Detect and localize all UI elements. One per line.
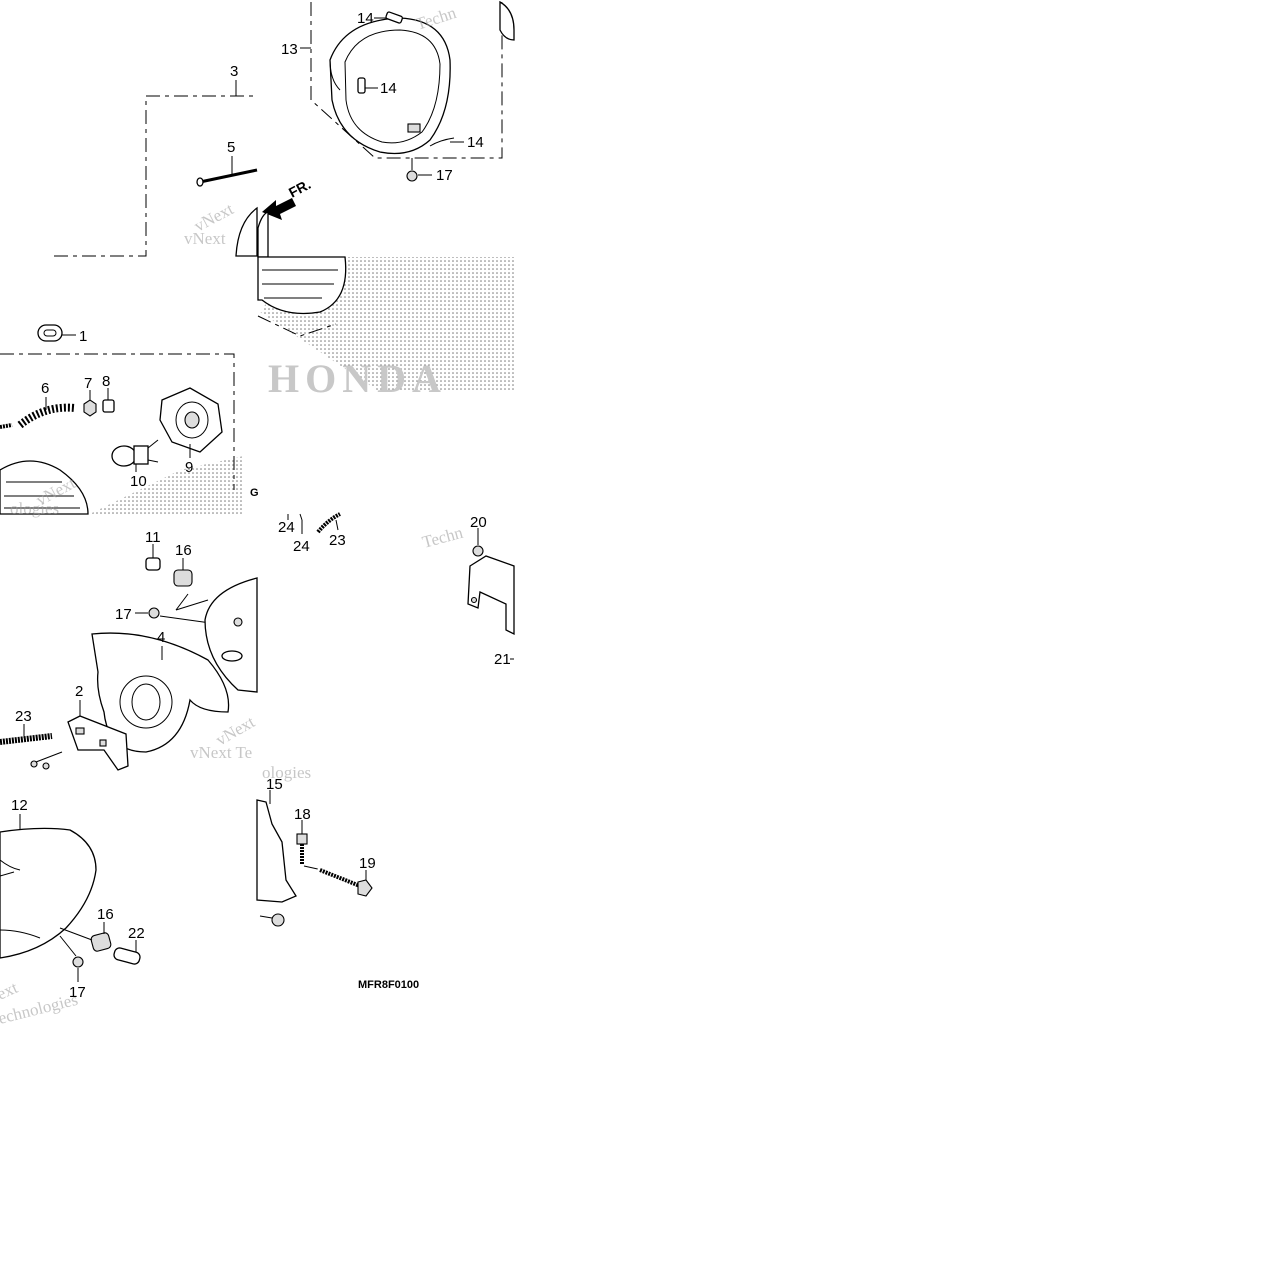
- part-label-24: 24: [278, 519, 295, 536]
- tile-bottom-left: 12 16 22 17 ext echnologies: [0, 797, 145, 1028]
- part-label-3: 3: [230, 63, 238, 80]
- part-label-14: 14: [380, 80, 397, 97]
- headlight-lens-partial: [0, 460, 89, 515]
- watermark: ologies: [10, 499, 59, 518]
- rim-partial: [499, 0, 515, 41]
- direction-label: FR.: [286, 176, 313, 201]
- watermark: Techn: [420, 523, 465, 552]
- part-label-15: 15: [266, 776, 283, 793]
- collar-22: [113, 940, 141, 965]
- part-label-19: 19: [359, 855, 376, 872]
- tab-bracket: [407, 123, 421, 133]
- strap-23: [0, 724, 63, 770]
- clip-14-top: [385, 11, 403, 24]
- part-label-20: 20: [470, 514, 487, 531]
- part-label-2: 2: [75, 683, 83, 700]
- nut-20: [472, 528, 484, 557]
- part-label-11: 11: [145, 529, 161, 546]
- stay-15: [256, 790, 297, 903]
- nut-lower: [259, 913, 285, 927]
- watermark: vNext: [184, 229, 226, 248]
- headlight-rim: [329, 17, 451, 155]
- part-label-14: 14: [467, 134, 484, 151]
- part-label-9: 9: [185, 459, 193, 476]
- screw-17-lower: [59, 935, 84, 982]
- grommet-1: [37, 324, 76, 342]
- part-label-10: 10: [130, 473, 147, 490]
- headlight-lens-partial: [235, 206, 258, 257]
- front-direction-arrow: FR.: [262, 176, 313, 220]
- collar-16: [173, 558, 209, 611]
- adjust-screw-5: [196, 156, 258, 187]
- part-label-24: 24: [293, 538, 310, 555]
- bolt-19: [319, 868, 373, 897]
- socket-9: [159, 387, 223, 458]
- collar-16-lower: [59, 922, 112, 952]
- bulb-10: [111, 439, 159, 472]
- part-label-5: 5: [227, 139, 235, 156]
- screw-17-top: [406, 158, 418, 182]
- headlight-partial: [257, 211, 269, 258]
- tile-top-right: FR. Techn 13 14 14 14 17: [257, 0, 515, 258]
- tile-lower-left: 11 16 17 4: [0, 529, 258, 771]
- tile-middle-right: HONDA: [257, 256, 514, 521]
- part-label-17: 17: [115, 606, 132, 623]
- assembly-box-socket: [0, 353, 235, 490]
- headlight-case-12: [0, 814, 97, 959]
- part-label-23: 23: [15, 708, 32, 725]
- part-label-17: 17: [69, 984, 86, 1001]
- tile-lower-middle: 24 24 23 20 21 Techn ologies: [262, 512, 515, 782]
- bracket-21: [467, 555, 515, 636]
- spring-6: [0, 397, 76, 429]
- part-label-23: 23: [329, 532, 346, 549]
- diagram-code: MFR8F0100: [358, 979, 419, 991]
- part-label-4: 4: [157, 629, 165, 646]
- part-label-22: 22: [128, 925, 145, 942]
- headlight-lens: [257, 256, 347, 315]
- part-label-7: 7: [84, 375, 92, 392]
- part-label-17: 17: [436, 167, 453, 184]
- collar-8: [102, 388, 115, 413]
- case-hole: [221, 650, 243, 662]
- headlight-case-partial: [204, 577, 258, 693]
- part-label-16: 16: [175, 542, 192, 559]
- tile-bottom-middle: 15 18 19 MFR8F0100: [256, 776, 419, 991]
- cable-24: [299, 513, 303, 521]
- part-label-8: 8: [102, 373, 110, 390]
- tile-middle-left: 1 6 7 8 9: [0, 324, 259, 518]
- assembly-box-13: [310, 2, 503, 159]
- watermark: vNext Te: [190, 743, 252, 762]
- bolt-18: [296, 820, 323, 871]
- part-label-21: 21: [494, 651, 511, 668]
- part-label-6: 6: [41, 380, 49, 397]
- nut-7: [83, 390, 97, 417]
- clip-14-bottom: [429, 137, 455, 147]
- bushing-11: [145, 544, 161, 571]
- assembly-box-3: [54, 95, 257, 257]
- watermark: ext: [0, 978, 21, 1004]
- part-label-18: 18: [294, 806, 311, 823]
- watermark: Techn: [413, 3, 459, 34]
- part-label-13: 13: [281, 41, 298, 58]
- clip-14-mid: [357, 77, 366, 94]
- brand-watermark: HONDA: [268, 356, 447, 401]
- part-label-16: 16: [97, 906, 114, 923]
- part-label-12: 12: [11, 797, 28, 814]
- part-label-14: 14: [357, 10, 374, 27]
- tile-top-left: 3 5 vNext vNext: [54, 63, 258, 257]
- cover-4: [91, 632, 230, 753]
- part-label-1: 1: [79, 328, 87, 345]
- bracket-2: [67, 700, 129, 771]
- fragment-mark: G: [250, 487, 259, 499]
- watermark: ologies: [262, 763, 311, 782]
